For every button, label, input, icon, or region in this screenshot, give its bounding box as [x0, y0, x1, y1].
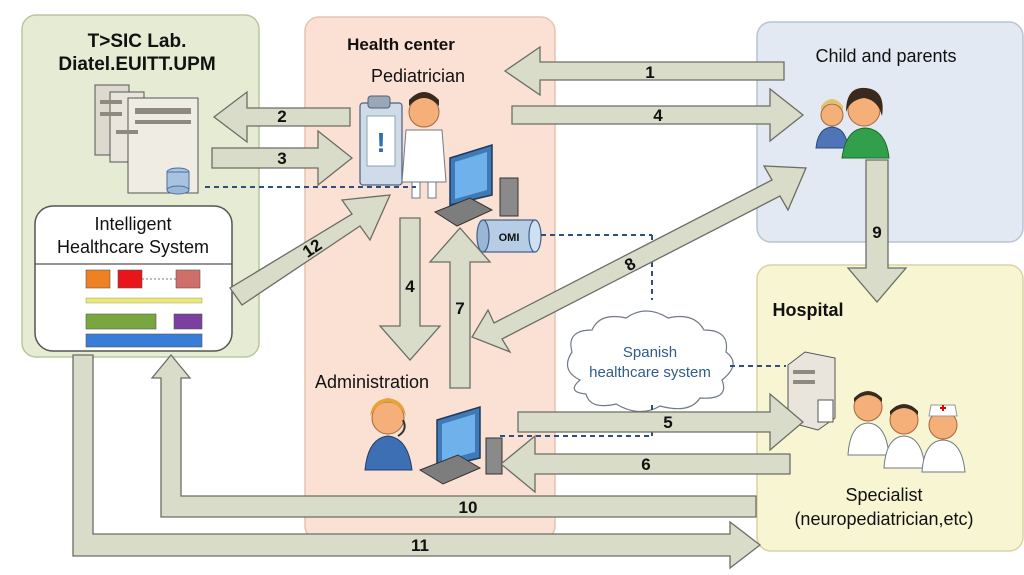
health-center-title: Health center [347, 35, 455, 54]
flow-arrow-4a [511, 87, 805, 143]
hospital-server-icon [787, 351, 836, 431]
family-title: Child and parents [815, 46, 956, 66]
ihs-title-line1: Intelligent [94, 214, 171, 234]
hospital-title: Hospital [772, 300, 843, 320]
flow-number-2: 2 [277, 107, 286, 126]
specialist-label-line1: Specialist [845, 485, 922, 505]
flow-number-9: 9 [872, 223, 881, 242]
cloud-label-line2: healthcare system [589, 364, 711, 381]
administration-label: Administration [315, 372, 429, 392]
flow-arrow-8 [471, 165, 807, 354]
flow-number-4b: 4 [405, 277, 415, 296]
flow-number-4a: 4 [653, 106, 663, 125]
flow-number-11: 11 [411, 536, 429, 555]
specialist-label-line2: (neuropediatrician,etc) [794, 509, 973, 529]
server-icon [94, 84, 199, 195]
pediatrician-label: Pediatrician [371, 66, 465, 86]
administration-computer-icon [418, 405, 503, 485]
spanish-healthcare-cloud: Spanish healthcare system [566, 310, 734, 413]
family-region [756, 21, 1024, 243]
pediatrician-computer-icon [433, 143, 519, 227]
omi-label: OMI [499, 232, 520, 244]
flow-arrow-4b [378, 217, 442, 361]
svg-text:!: ! [376, 127, 385, 158]
clipboard-icon: ! [359, 95, 403, 186]
doctor-icon [401, 92, 447, 199]
flow-arrow-5 [517, 392, 805, 452]
flow-number-5: 5 [663, 413, 672, 432]
hospital-region [756, 264, 1024, 552]
omi-database-icon: OMI [476, 219, 542, 253]
flow-number-6: 6 [641, 455, 650, 474]
family-icon [815, 87, 890, 159]
ihs-architecture-icon [85, 269, 203, 348]
ihs-title-line2: Healthcare System [57, 237, 209, 257]
flow-number-10: 10 [459, 498, 478, 517]
flow-arrows [72, 45, 908, 570]
flow-arrow-9 [846, 159, 908, 304]
flow-arrow-1 [503, 45, 785, 97]
flow-arrow-11 [72, 354, 762, 570]
flow-arrow-10 [150, 353, 757, 518]
flow-arrow-12 [229, 194, 392, 306]
lab-title-line2: Diatel.EUITT.UPM [58, 54, 215, 75]
flow-arrow-3 [211, 129, 354, 187]
specialists-icon [847, 391, 966, 473]
flow-number-7: 7 [455, 299, 464, 318]
receptionist-icon [364, 398, 413, 471]
cloud-label-line1: Spanish [623, 344, 677, 361]
flow-arrow-6 [499, 434, 791, 494]
flow-number-1: 1 [645, 63, 654, 82]
lab-title-line1: T>SIC Lab. [88, 31, 187, 52]
flow-arrow-2 [212, 90, 351, 144]
flow-arrow-7 [428, 227, 492, 389]
flow-number-3: 3 [277, 149, 286, 168]
